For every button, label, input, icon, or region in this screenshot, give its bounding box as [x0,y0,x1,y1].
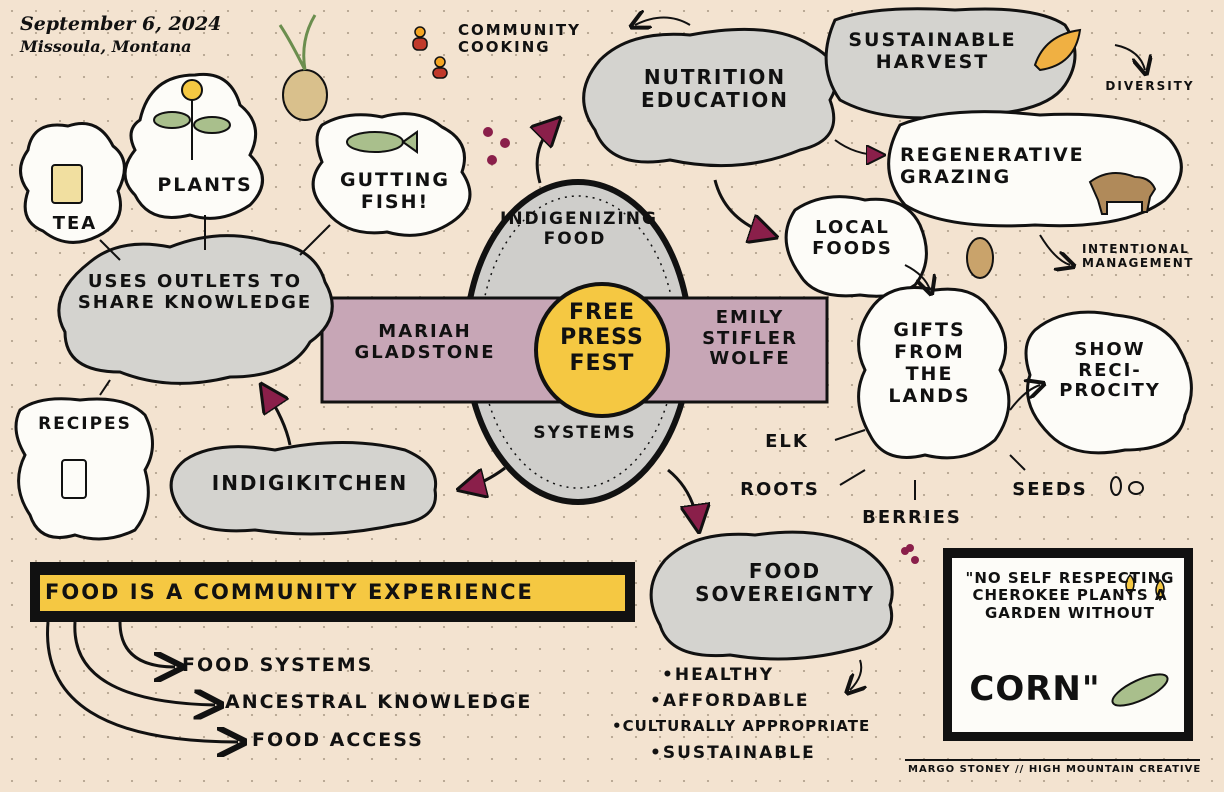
community-cooking-label: COMMUNITY COOKING [458,22,578,57]
tea-label: TEA [35,214,115,235]
branch-food-systems [120,622,175,667]
sovereignty-item-4: •SUSTAINABLE [650,744,816,764]
local-foods-label: LOCAL FOODS [800,218,905,259]
link-seeds [1010,455,1025,470]
sovereignty-item-2: •AFFORDABLE [650,692,809,712]
gifts-label: GIFTS FROM THE LANDS [872,320,987,407]
arrow-sovereignty-list [850,660,861,690]
link-elk [835,430,865,440]
recipe-card-icon [62,460,86,498]
sovereignty-item-1: •HEALTHY [662,666,774,686]
arrow-to-outlets [265,390,290,445]
onion-icon [280,15,327,120]
credit-label: MARGO STONEY // HIGH MOUNTAIN CREATIVE [908,764,1203,776]
banner-text: FOOD IS A COMMUNITY EXPERIENCE [45,580,620,604]
plants-label: PLANTS [140,175,270,197]
seeds-icon [1111,477,1143,495]
branch-access-label: FOOD ACCESS [252,730,424,752]
intentional-label: INTENTIONAL MANAGEMENT [1082,243,1207,271]
nutrition-label: NUTRITION EDUCATION [605,66,825,112]
indigikitchen-label: INDIGIKITCHEN [190,472,430,495]
link-recipes [100,380,110,395]
arrow-to-diversity [1115,45,1145,70]
sovereignty-item-3: •CULTURALLY APPROPRIATE [612,718,870,735]
grazing-label: REGENERATIVE GRAZING [900,145,1090,189]
diversity-label: DIVERSITY [1100,80,1200,94]
branch-ancestral-label: ANCESTRAL KNOWLEDGE [225,692,532,714]
speaker-right: EMILY STIFLER WOLFE [680,308,820,370]
berries-label: BERRIES [842,508,982,529]
speaker-left: MARIAH GLADSTONE [340,322,510,363]
link-fish [300,225,330,255]
arrow-to-nutrition [537,123,555,183]
branch-food-systems-label: FOOD SYSTEMS [182,655,373,677]
reciprocity-label: SHOW RECI-PROCITY [1050,340,1170,402]
event-label: FREE PRESS FEST [557,300,647,376]
outlets-label: USES OUTLETS TO SHARE KNOWLEDGE [75,272,315,313]
arrow-to-intentional [1040,235,1070,265]
arrow-to-sovereignty [668,470,698,525]
link-roots [840,470,865,485]
seeds-label: SEEDS [1000,480,1100,501]
tea-cup-icon [52,165,82,203]
gutting-fish-label: GUTTING FISH! [325,170,465,214]
arrow-to-local [715,180,770,235]
arrow-to-community [635,18,690,26]
bottom-arc-label: SYSTEMS [510,424,660,444]
quote-text: "NO SELF RESPECTING CHEROKEE PLANTS A GA… [960,570,1180,622]
arrow-to-grazing [835,140,880,155]
recipes-label: RECIPES [25,415,145,435]
top-arc-label: INDIGENIZING FOOD [500,210,650,249]
harvest-label: SUSTAINABLE HARVEST [835,30,1030,74]
arrow-to-indigikitchen [465,468,505,488]
date-label: September 6, 2024 [20,14,221,36]
roots-label: ROOTS [730,480,830,501]
location-label: Missoula, Montana [20,38,191,56]
potato-icon [967,238,993,278]
elk-label: ELK [752,432,822,453]
sovereignty-label: FOOD SOVEREIGNTY [690,560,880,606]
quote-corn: CORN" [960,670,1110,709]
people-icon [413,27,447,78]
